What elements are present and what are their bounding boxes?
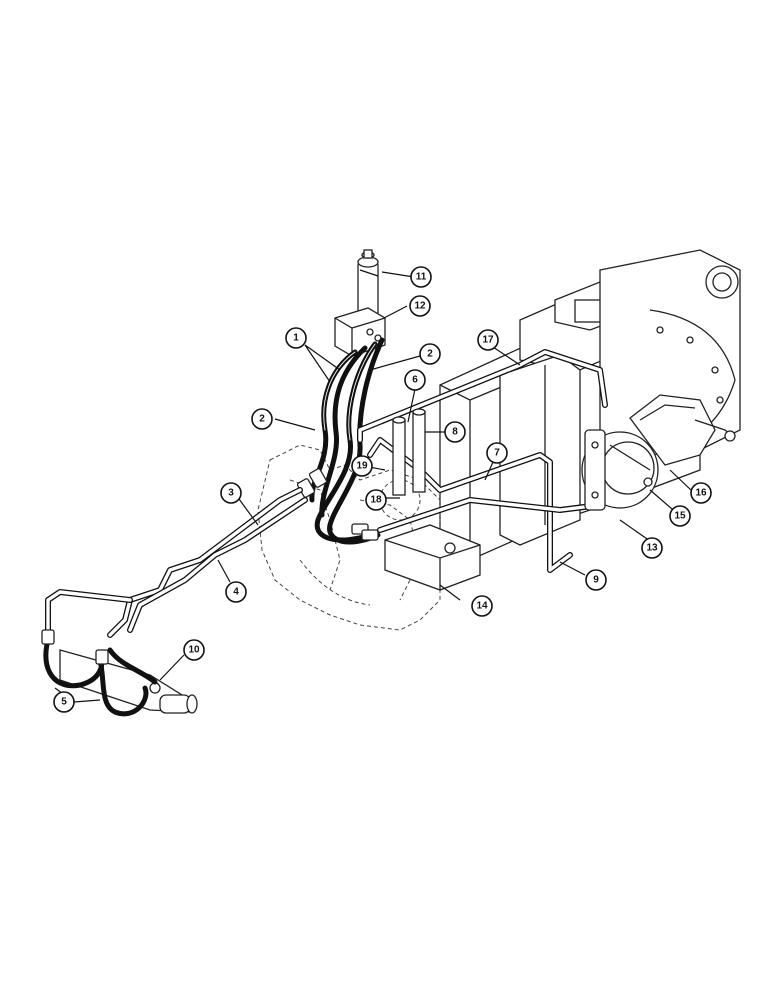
callout-8-label: 8 (452, 427, 458, 438)
callout-19: 19 (351, 455, 373, 477)
tractor-housing (439, 249, 741, 561)
callout-11: 11 (410, 266, 432, 288)
callout-13: 13 (641, 537, 663, 559)
hydraulic-pump (581, 429, 659, 511)
callout-1: 1 (285, 327, 307, 349)
callout-18: 18 (365, 489, 387, 511)
cylinder-hoses (41, 629, 158, 717)
callout-10-label: 10 (188, 645, 200, 656)
callout-10: 10 (183, 639, 205, 661)
callout-5: 5 (53, 691, 75, 713)
reservoir (629, 394, 736, 466)
callout-3-label: 3 (228, 488, 234, 499)
hydraulic-pipes (45, 349, 608, 638)
callout-8: 8 (444, 421, 466, 443)
callout-9: 9 (585, 569, 607, 591)
callout-2-lower-label: 2 (259, 414, 265, 425)
callout-15: 15 (669, 505, 691, 527)
callout-18-label: 18 (370, 495, 382, 506)
callout-11-label: 11 (416, 272, 427, 283)
callout-13-label: 13 (646, 543, 658, 554)
callout-9-label: 9 (593, 575, 599, 586)
callout-15-label: 15 (674, 511, 686, 522)
steering-cylinder (59, 649, 198, 714)
callout-4-label: 4 (233, 587, 239, 598)
callout-6-label: 6 (412, 375, 418, 386)
callout-7-label: 7 (494, 448, 500, 459)
callout-17: 17 (477, 329, 499, 351)
callout-6: 6 (404, 369, 426, 391)
callout-2-upper: 2 (419, 343, 441, 365)
filter-bolts (392, 408, 426, 496)
callout-12: 12 (409, 295, 431, 317)
callout-16: 16 (690, 482, 712, 504)
callout-3: 3 (220, 482, 242, 504)
callout-4: 4 (225, 581, 247, 603)
callout-1-label: 1 (293, 333, 299, 344)
callout-14: 14 (471, 595, 493, 617)
callout-19-label: 19 (356, 461, 368, 472)
callout-17-label: 17 (482, 335, 494, 346)
callout-14-label: 14 (476, 601, 488, 612)
callout-16-label: 16 (695, 488, 707, 499)
valve-block (384, 524, 481, 591)
callout-2-lower: 2 (251, 408, 273, 430)
callout-5-label: 5 (61, 697, 67, 708)
steering-hoses (296, 337, 385, 545)
callout-7: 7 (486, 442, 508, 464)
callout-2-upper-label: 2 (427, 349, 433, 360)
callout-12-label: 12 (414, 301, 426, 312)
